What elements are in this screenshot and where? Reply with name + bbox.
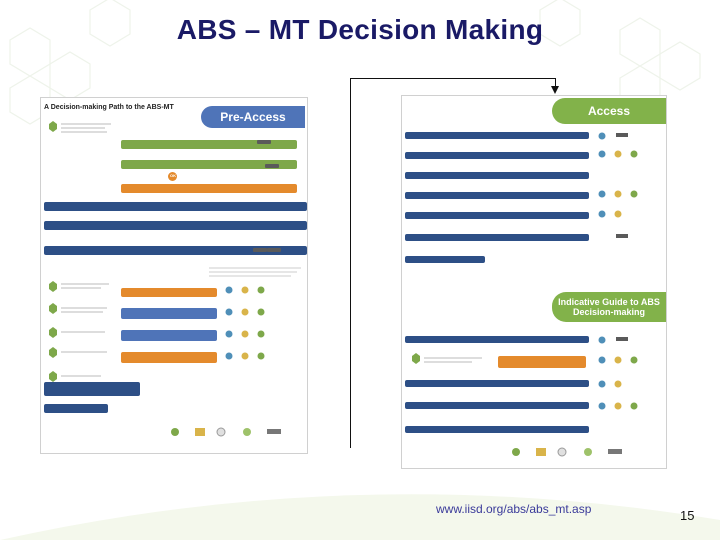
flow-step: [498, 356, 586, 368]
ok-label: OK: [170, 173, 176, 178]
flow-step: [121, 288, 217, 297]
access-header: Access: [552, 98, 666, 124]
flow-step: [405, 132, 589, 139]
connector-line-top: [350, 78, 556, 79]
flow-step: [121, 140, 297, 149]
flow-step: [405, 256, 485, 263]
access-flowchart: Access Indicative Guide to ABS Decision-…: [401, 95, 667, 469]
flow-step: [44, 202, 307, 211]
flow-step: [44, 246, 307, 255]
source-url[interactable]: www.iisd.org/abs/abs_mt.asp: [436, 502, 592, 516]
flow-step: [405, 152, 589, 159]
slide-title: ABS – MT Decision Making: [176, 14, 544, 45]
indicative-guide-header: Indicative Guide to ABS Decision-making: [552, 292, 666, 322]
resource-icons: [412, 132, 638, 457]
connector-arrow: [551, 86, 559, 94]
flow-step: [121, 330, 217, 341]
flow-step: [405, 192, 589, 199]
connector-line-left: [350, 78, 351, 448]
flow-step: [405, 426, 589, 433]
flow-step: [44, 404, 108, 413]
flow-step: [405, 212, 589, 219]
ok-marker: [168, 172, 177, 181]
flow-step: [405, 402, 589, 409]
flow-step: [405, 336, 589, 343]
flow-step: [121, 184, 297, 193]
question-column: [49, 121, 111, 382]
flow-step: [405, 380, 589, 387]
flow-step: [121, 160, 297, 169]
flowchart-caption: A Decision-making Path to the ABS-MT: [44, 104, 174, 111]
flow-step: [405, 172, 589, 179]
pre-access-header: Pre-Access: [201, 106, 305, 128]
flow-step: [121, 308, 217, 319]
connector-line-right-drop: [555, 78, 556, 88]
pre-access-flowchart: A Decision-making Path to the ABS-MT Pre…: [40, 97, 308, 454]
flow-step: [44, 382, 140, 396]
page-number: 15: [680, 508, 695, 523]
flow-step: [405, 234, 589, 241]
flow-step: [44, 221, 307, 230]
flow-step: [121, 352, 217, 363]
resource-icons: [171, 140, 301, 437]
